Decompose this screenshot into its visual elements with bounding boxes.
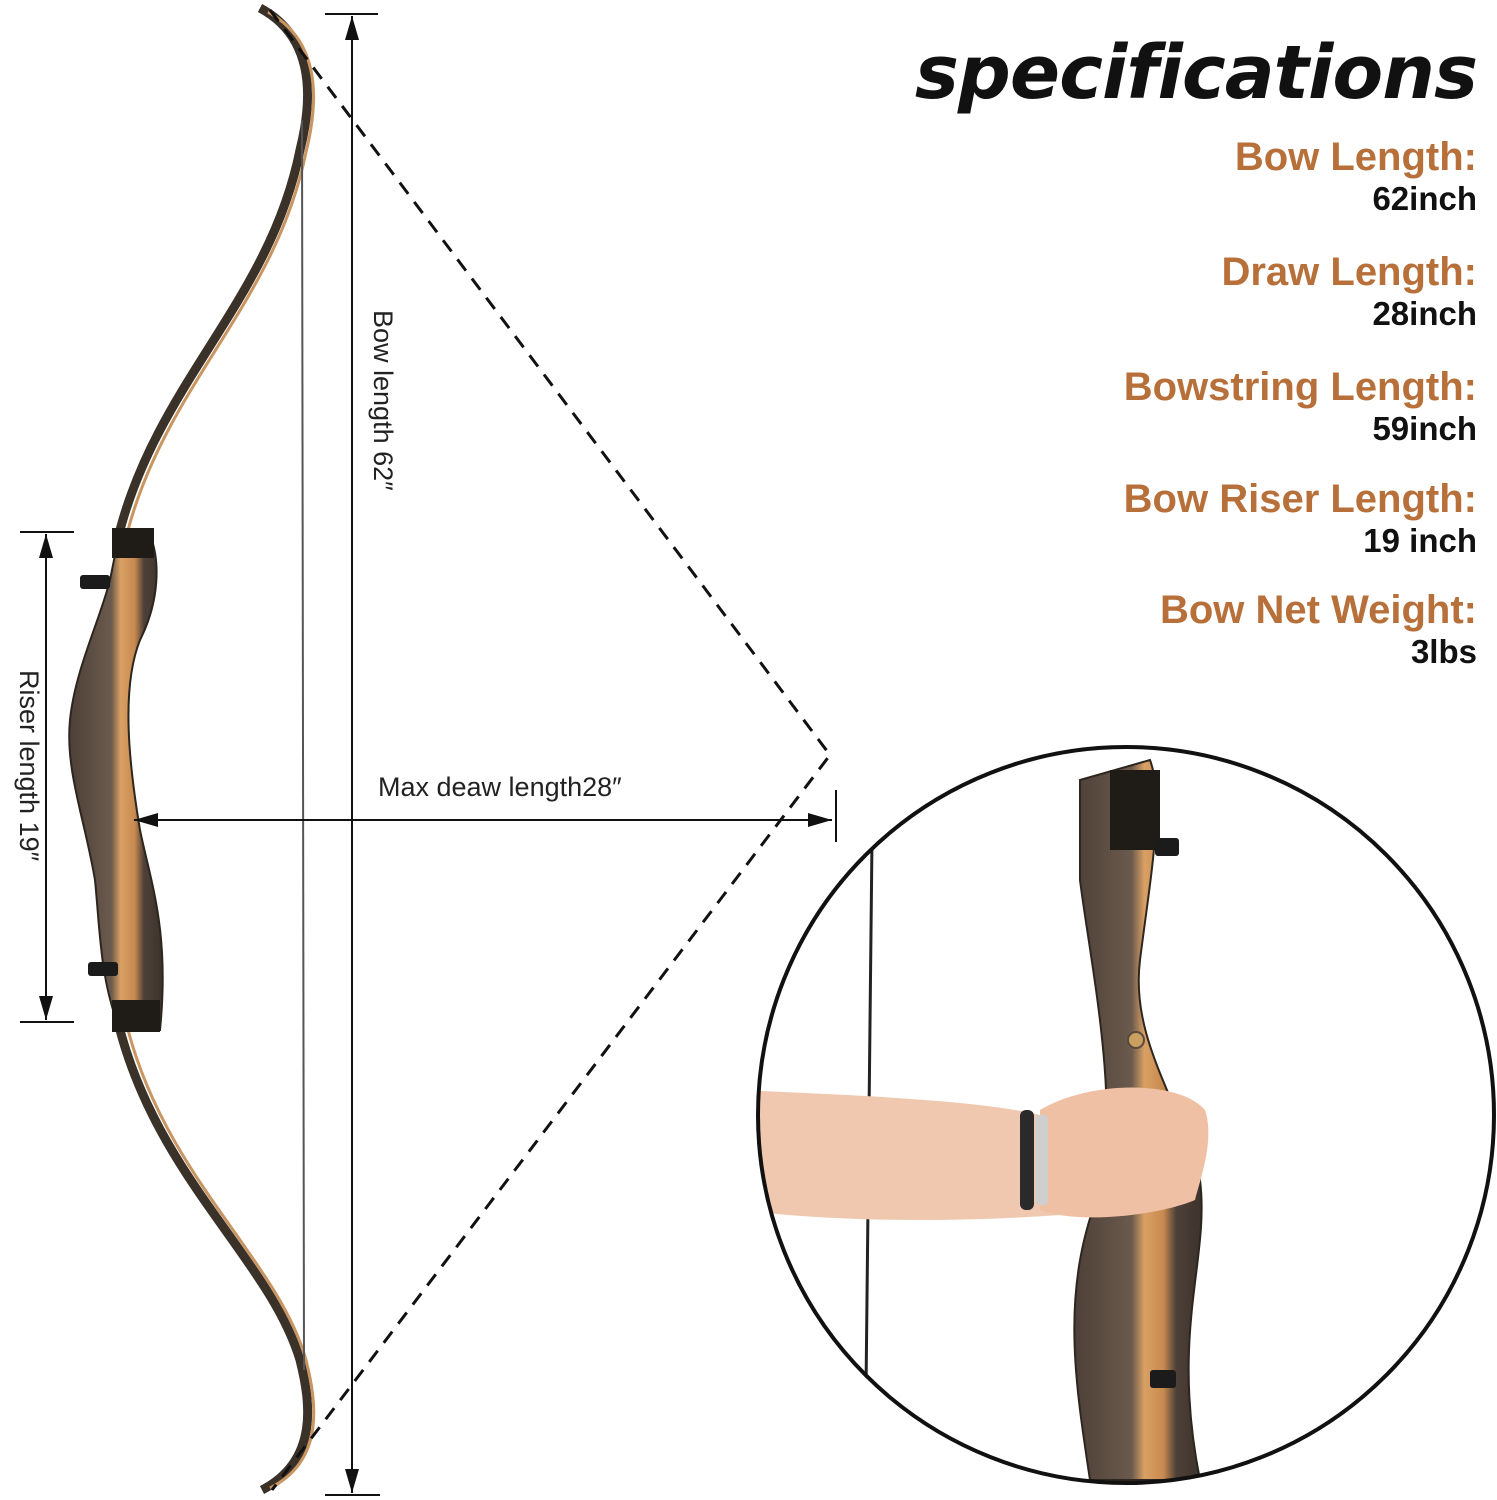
spec-label: Bow Riser Length: <box>1123 477 1477 521</box>
riser-length-label: Riser length 19″ <box>14 670 44 862</box>
lower-limb <box>115 1028 313 1494</box>
upper-limb <box>115 4 313 532</box>
specifications-title: specifications <box>914 30 1478 116</box>
max-draw-length-label: Max deaw length28″ <box>378 772 622 802</box>
draw-triangle-dashed <box>268 9 832 1491</box>
spec-value: 59inch <box>1372 410 1477 447</box>
spec-value: 28inch <box>1372 295 1477 332</box>
spec-value: 19 inch <box>1363 522 1477 559</box>
detail-circle-image <box>758 747 1494 1483</box>
spec-net-weight: Bow Net Weight: 3lbs <box>1160 588 1477 670</box>
bow-length-label: Bow length 62″ <box>368 310 398 491</box>
spec-bowstring-length: Bowstring Length: 59inch <box>1124 365 1477 447</box>
spec-label: Bow Length: <box>1234 135 1477 179</box>
riser <box>68 528 164 1031</box>
spec-value: 3lbs <box>1410 633 1477 670</box>
spec-label: Bow Net Weight: <box>1159 588 1477 632</box>
detail-circle-border <box>756 745 1496 1485</box>
spec-riser-length: Bow Riser Length: 19 inch <box>1124 477 1477 559</box>
spec-value: 62inch <box>1372 180 1477 217</box>
spec-draw-length: Draw Length: 28inch <box>1221 250 1477 332</box>
bowstring <box>301 119 305 1371</box>
spec-bow-length: Bow Length: 62inch <box>1235 135 1477 217</box>
spec-label: Bowstring Length: <box>1123 365 1477 409</box>
spec-label: Draw Length: <box>1221 250 1477 294</box>
